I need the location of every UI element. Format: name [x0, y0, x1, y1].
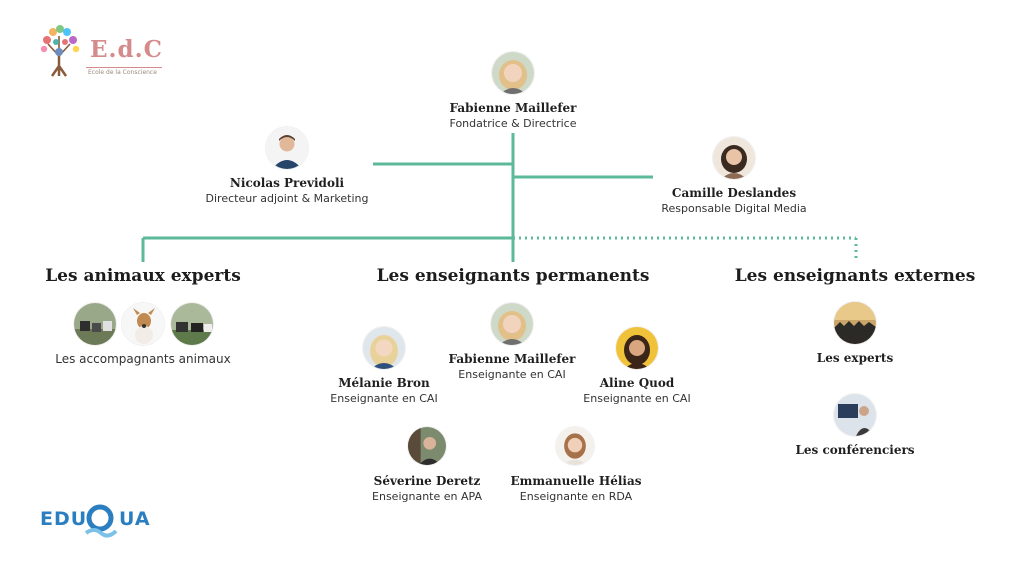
- teacher-name: Emmanuelle Hélias: [510, 474, 642, 488]
- teacher-name: Séverine Deretz: [373, 474, 481, 488]
- deputy-role: Directeur adjoint & Marketing: [205, 192, 369, 205]
- logo-underline: [86, 67, 162, 68]
- teacher-role: Enseignante en CAI: [583, 392, 691, 405]
- teacher-role: Enseignante en RDA: [519, 490, 633, 503]
- teacher-role: Enseignante en CAI: [458, 368, 566, 381]
- avatar-deputy: [266, 127, 308, 169]
- avatar-media: [713, 137, 755, 179]
- section-title-external: Les enseignants externes: [734, 266, 976, 286]
- external-experts-label: Les experts: [816, 351, 894, 365]
- q-wave-icon: [84, 503, 118, 539]
- teacher-name: Mélanie Bron: [338, 376, 430, 390]
- teacher-role: Enseignante en APA: [372, 490, 482, 503]
- avatar-teacher-severine: [408, 427, 446, 465]
- media-name: Camille Deslandes: [671, 186, 797, 200]
- avatar-teacher-melanie: [363, 327, 405, 369]
- avatar-director: [492, 52, 534, 94]
- logo-tagline: Ecole de la Conscience: [88, 69, 157, 76]
- avatar-speakers: [834, 394, 876, 436]
- media-role: Responsable Digital Media: [661, 202, 807, 215]
- logo-brand: E.d.C: [90, 36, 163, 63]
- avatar-teacher-aline: [616, 327, 658, 369]
- director-role: Fondatrice & Directrice: [449, 117, 577, 130]
- avatar-animal-horses: [74, 303, 116, 345]
- teacher-name: Fabienne Maillefer: [448, 352, 576, 366]
- animals-caption: Les accompagnants animaux: [55, 352, 231, 366]
- avatar-animal-cows: [171, 303, 213, 345]
- deputy-name: Nicolas Previdoli: [229, 176, 345, 190]
- external-speakers-label: Les conférenciers: [795, 443, 915, 457]
- avatar-teacher-emmanuelle: [556, 427, 594, 465]
- section-title-permanent: Les enseignants permanents: [376, 266, 650, 286]
- avatar-teacher-fabienne: [491, 303, 533, 345]
- section-title-animals: Les animaux experts: [45, 266, 241, 286]
- tree-icon: [36, 22, 84, 78]
- eduqua-edu: EDU: [40, 508, 88, 530]
- teacher-role: Enseignante en CAI: [330, 392, 438, 405]
- eduqua-ua: UA: [119, 508, 151, 530]
- avatar-experts: [834, 302, 876, 344]
- teacher-name: Aline Quod: [599, 376, 675, 390]
- avatar-animal-dog: [122, 303, 164, 345]
- director-name: Fabienne Maillefer: [449, 101, 577, 115]
